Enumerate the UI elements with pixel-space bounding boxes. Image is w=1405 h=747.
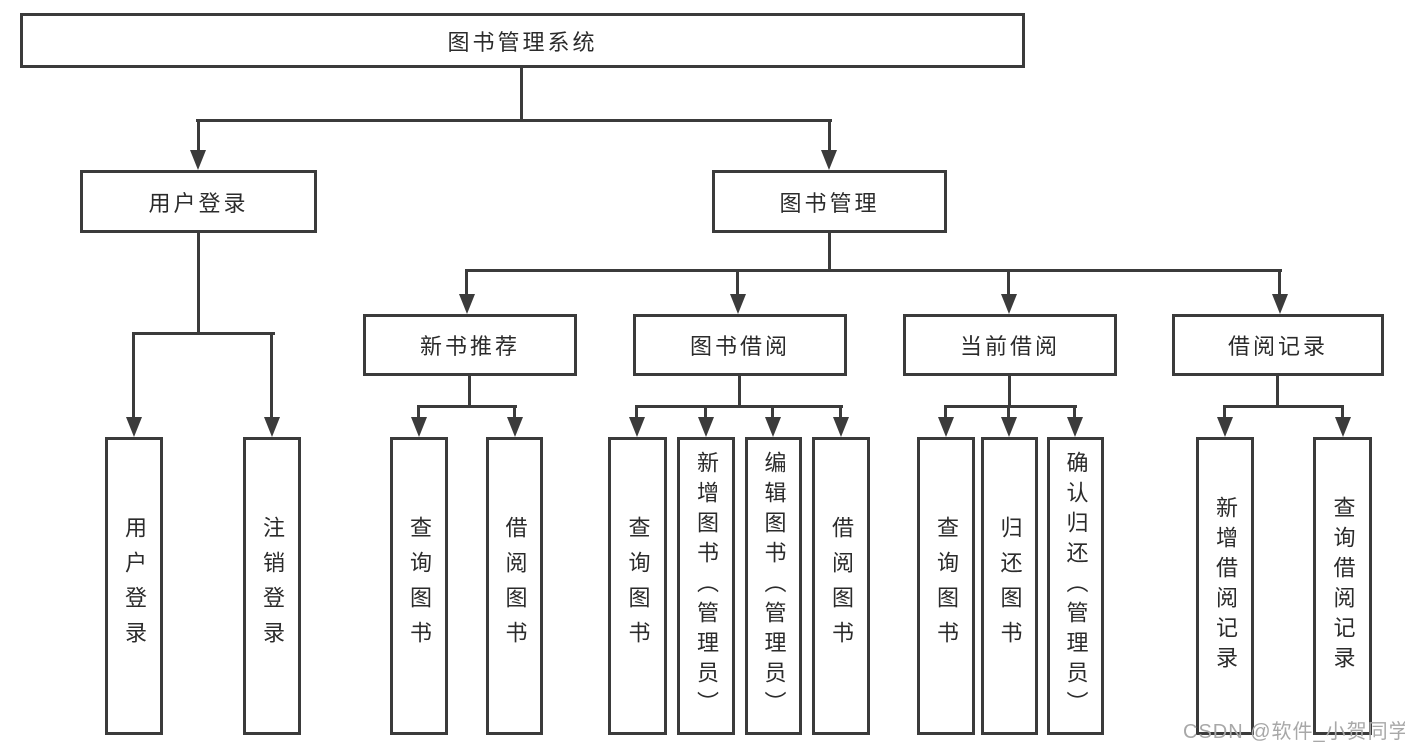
node-book-management-label: 图书管理 <box>779 190 880 216</box>
arrow-down-icon <box>190 150 206 170</box>
arrow-down-icon <box>411 417 427 437</box>
leaf-logout-label: 注销登录 <box>260 516 285 656</box>
leaf-edit-book-admin: 编辑图书（管理员） <box>745 437 802 735</box>
leaf-query-books-newrec-label: 查询图书 <box>407 516 432 656</box>
connector-to-leaf-user-login <box>132 332 135 419</box>
connector-current-borrowing-drop <box>1008 376 1011 407</box>
node-borrowing-records-label: 借阅记录 <box>1227 334 1328 359</box>
connector-leaf <box>635 405 638 419</box>
node-new-book-recommendation-label: 新书推荐 <box>419 334 520 359</box>
node-book-management: 图书管理 <box>712 170 947 233</box>
leaf-add-book-admin: 新增图书（管理员） <box>677 437 735 735</box>
connector-borrowing-records-span <box>1224 405 1343 408</box>
connector-to-book-management <box>828 119 831 152</box>
leaf-borrow-books-borrowing-label: 借阅图书 <box>829 516 854 656</box>
connector-new-book-span <box>417 405 517 408</box>
watermark-text: CSDN @软件_小贺同学 <box>1183 721 1405 743</box>
node-library-system-label: 图书管理系统 <box>447 29 598 55</box>
connector-root-span <box>196 119 832 122</box>
connector-borrowing-records-drop <box>1276 376 1279 407</box>
connector-book-borrowing-drop <box>738 376 741 407</box>
node-current-borrowing: 当前借阅 <box>903 314 1117 376</box>
connector-book-borrowing-span <box>636 405 843 408</box>
leaf-query-books-borrowing: 查询图书 <box>608 437 667 735</box>
leaf-query-books-current-label: 查询图书 <box>934 516 959 656</box>
leaf-query-books-current: 查询图书 <box>917 437 975 735</box>
arrow-down-icon <box>1272 294 1288 314</box>
connector-root-drop <box>520 66 523 121</box>
leaf-query-borrow-record: 查询借阅记录 <box>1313 437 1372 735</box>
leaf-user-login-label: 用户登录 <box>122 516 147 656</box>
connector-book-management-drop <box>828 233 831 272</box>
leaf-add-borrow-record: 新增借阅记录 <box>1196 437 1254 735</box>
arrow-down-icon <box>765 417 781 437</box>
leaf-query-borrow-record-label: 查询借阅记录 <box>1330 496 1356 676</box>
arrow-down-icon <box>833 417 849 437</box>
leaf-edit-book-admin-label: 编辑图书（管理员） <box>761 451 787 721</box>
leaf-query-books-newrec: 查询图书 <box>390 437 448 735</box>
connector-to-leaf-logout <box>270 332 273 419</box>
arrow-down-icon <box>1001 294 1017 314</box>
connector-leaf <box>513 405 516 419</box>
connector-book-management-span <box>465 269 1282 272</box>
arrow-down-icon <box>507 417 523 437</box>
node-current-borrowing-label: 当前借阅 <box>959 334 1060 359</box>
arrow-down-icon <box>629 417 645 437</box>
leaf-query-books-borrowing-label: 查询图书 <box>625 516 651 656</box>
connector-leaf <box>417 405 420 419</box>
node-book-borrowing-label: 图书借阅 <box>689 334 790 359</box>
leaf-logout: 注销登录 <box>243 437 301 735</box>
connector-user-login-span <box>132 332 275 335</box>
arrow-down-icon <box>126 417 142 437</box>
node-book-borrowing: 图书借阅 <box>633 314 847 376</box>
connector-new-book-drop <box>468 376 471 407</box>
connector-leaf <box>839 405 842 419</box>
connector-to-borrowing-records <box>1278 269 1281 296</box>
leaf-confirm-return-admin-label: 确认归还（管理员） <box>1063 451 1089 721</box>
node-user-login: 用户登录 <box>80 170 317 233</box>
leaf-confirm-return-admin: 确认归还（管理员） <box>1047 437 1104 735</box>
arrow-down-icon <box>1217 417 1233 437</box>
connector-leaf <box>771 405 774 419</box>
arrow-down-icon <box>821 150 837 170</box>
arrow-down-icon <box>1067 417 1083 437</box>
connector-leaf <box>1073 405 1076 419</box>
connector-to-current-borrowing <box>1007 269 1010 296</box>
arrow-down-icon <box>730 294 746 314</box>
arrow-down-icon <box>938 417 954 437</box>
arrow-down-icon <box>1335 417 1351 437</box>
leaf-borrow-books-newrec-label: 借阅图书 <box>502 516 528 656</box>
connector-leaf <box>704 405 707 419</box>
node-new-book-recommendation: 新书推荐 <box>363 314 577 376</box>
connector-leaf <box>1223 405 1226 419</box>
arrow-down-icon <box>698 417 714 437</box>
leaf-return-books: 归还图书 <box>981 437 1038 735</box>
node-user-login-label: 用户登录 <box>148 190 249 216</box>
leaf-user-login: 用户登录 <box>105 437 163 735</box>
connector-to-book-borrowing <box>736 269 739 296</box>
leaf-add-borrow-record-label: 新增借阅记录 <box>1213 496 1238 676</box>
arrow-down-icon <box>264 417 280 437</box>
leaf-add-book-admin-label: 新增图书（管理员） <box>694 451 719 721</box>
connector-leaf <box>1341 405 1344 419</box>
connector-user-login-drop <box>197 233 200 334</box>
node-library-system: 图书管理系统 <box>20 13 1025 68</box>
leaf-borrow-books-newrec: 借阅图书 <box>486 437 543 735</box>
connector-leaf <box>1007 405 1010 419</box>
arrow-down-icon <box>459 294 475 314</box>
leaf-borrow-books-borrowing: 借阅图书 <box>812 437 870 735</box>
node-borrowing-records: 借阅记录 <box>1172 314 1384 376</box>
connector-to-new-book <box>465 269 468 296</box>
connector-current-borrowing-span <box>944 405 1077 408</box>
connector-to-user-login <box>197 119 200 152</box>
connector-leaf <box>944 405 947 419</box>
arrow-down-icon <box>1001 417 1017 437</box>
leaf-return-books-label: 归还图书 <box>997 516 1023 656</box>
